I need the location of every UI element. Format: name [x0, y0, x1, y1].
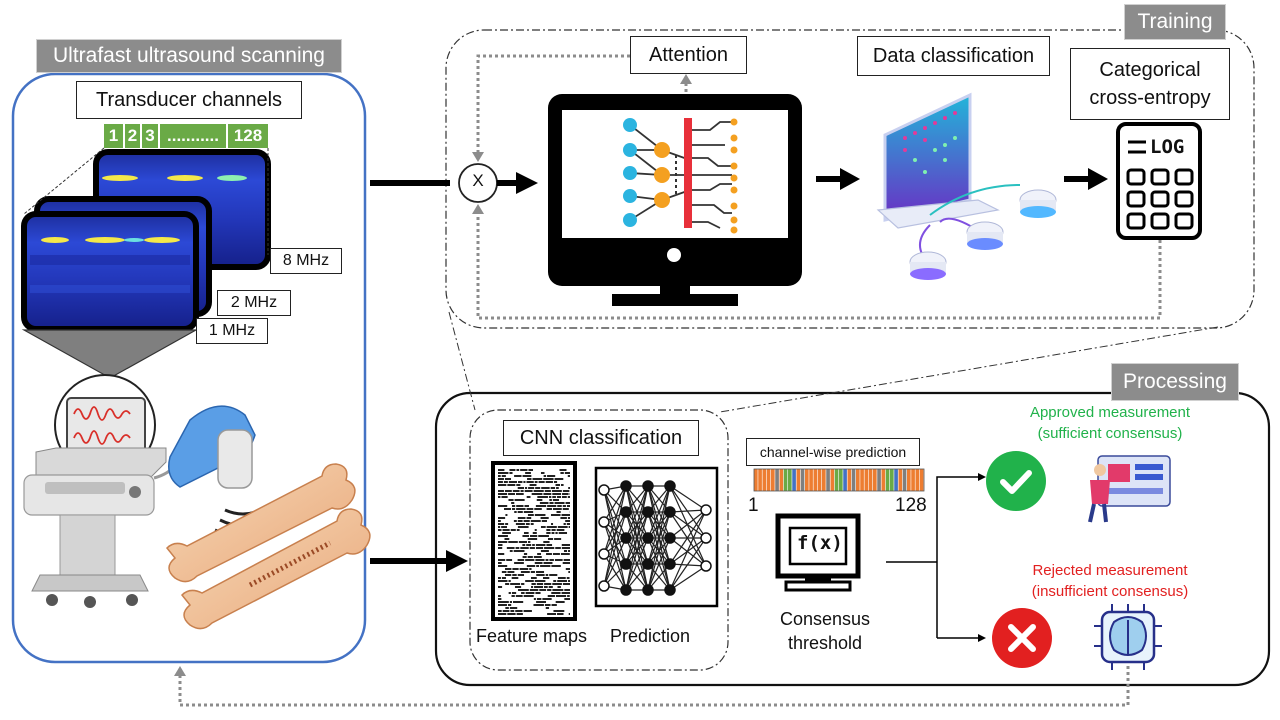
consensus-line: Consensus	[779, 609, 871, 629]
channel-cell: 128	[228, 124, 268, 148]
feature-maps-label: Feature maps	[476, 626, 588, 646]
bone-icon	[165, 463, 371, 630]
loss-function-label: Categorical cross-entropy	[1070, 48, 1230, 120]
data-classification-label: Data classification	[857, 36, 1050, 76]
rejected-measurement-label: Rejected measurement (insufficient conse…	[1000, 560, 1220, 602]
channel-start-label: 1	[748, 495, 759, 516]
data-server-icon	[876, 92, 1057, 280]
scanning-panel	[11, 72, 367, 664]
processing-panel	[434, 391, 1271, 687]
approved-line: Approved measurement	[1029, 404, 1191, 421]
rejected-line: Rejected measurement	[1032, 562, 1188, 579]
frequency-label: 8 MHz	[270, 248, 342, 274]
channel-cell: ...........	[160, 124, 228, 148]
cnn-panel	[469, 409, 729, 671]
check-icon	[986, 451, 1046, 511]
brain-chip-icon	[1094, 604, 1162, 670]
frequency-label: 1 MHz	[196, 318, 268, 344]
processing-header: Processing	[1111, 363, 1239, 401]
fx-label: f(x)	[797, 532, 843, 554]
consensus-threshold-label: Consensus threshold	[770, 607, 880, 655]
channel-wise-prediction-strip	[753, 468, 925, 492]
frequency-label: 2 MHz	[217, 290, 291, 316]
scanning-header: Ultrafast ultrasound scanning	[36, 39, 342, 73]
prediction-network-icon	[594, 466, 719, 608]
calculator-log-icon	[1116, 122, 1202, 240]
training-header: Training	[1124, 4, 1226, 40]
training-panel	[445, 29, 1255, 329]
channel-cell: 3	[142, 124, 160, 148]
dashboard-person-icon	[1088, 455, 1171, 523]
channel-cell: 1	[104, 124, 125, 148]
approved-measurement-label: Approved measurement (sufficient consens…	[1000, 402, 1220, 444]
prediction-label: Prediction	[610, 626, 691, 646]
loss-line: Categorical	[1099, 59, 1201, 81]
consensus-line: threshold	[787, 633, 863, 653]
consensus-monitor-icon	[775, 513, 861, 592]
ultrasound-stack	[21, 149, 271, 332]
transducer-channels-label: Transducer channels	[76, 81, 302, 119]
ultrasound-machine-icon	[23, 374, 186, 608]
channel-end-label: 128	[895, 495, 927, 516]
rejected-line: (insufficient consensus)	[1031, 583, 1189, 600]
multiply-symbol: X	[472, 171, 484, 190]
feature-maps-icon	[491, 461, 577, 621]
cnn-classification-label: CNN classification	[503, 420, 699, 456]
approved-line: (sufficient consensus)	[1037, 425, 1183, 442]
loss-line: cross-entropy	[1089, 87, 1211, 109]
channel-wise-label: channel-wise prediction	[746, 438, 920, 466]
log-label: LOG	[1150, 136, 1185, 158]
attention-label: Attention	[630, 36, 747, 74]
channel-cell: 2	[125, 124, 142, 148]
monitor-neural-net-icon	[548, 94, 802, 306]
